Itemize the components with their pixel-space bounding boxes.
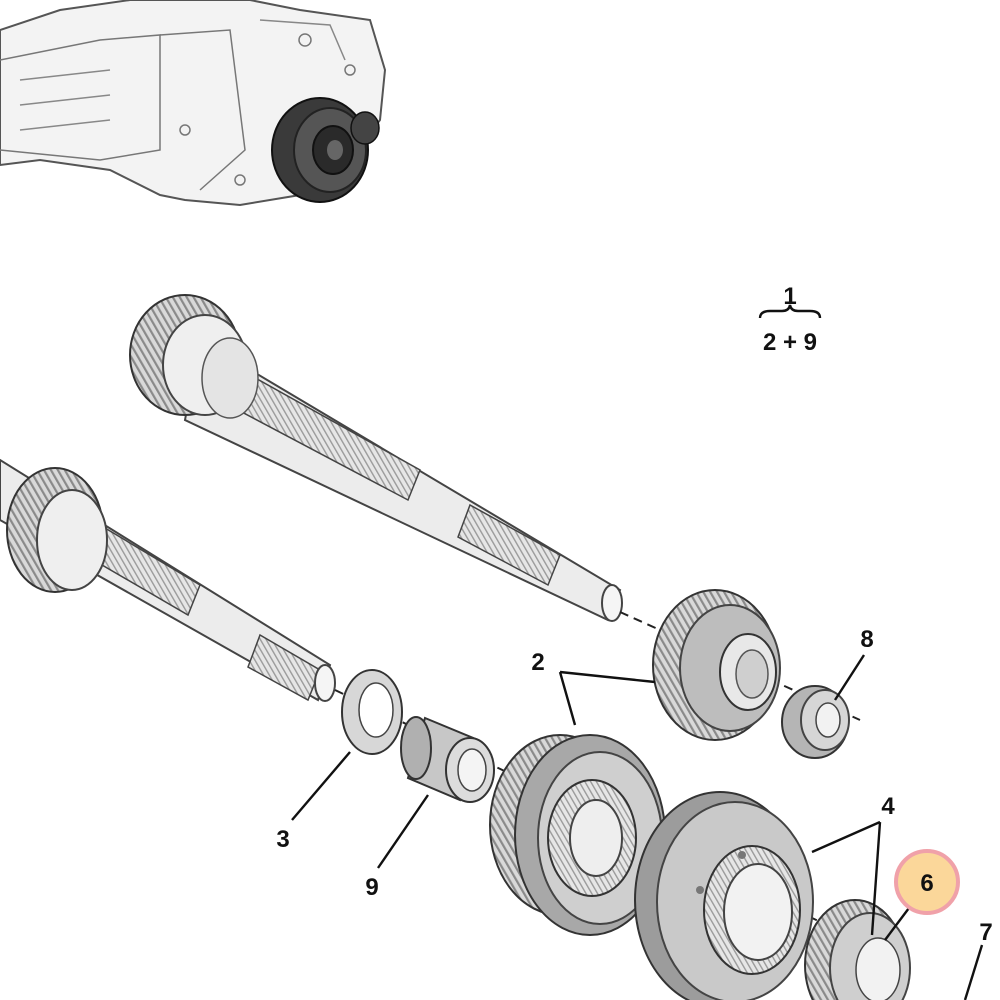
callout-6: 6	[920, 870, 933, 897]
formula-bottom: 2 + 9	[763, 329, 817, 356]
part-4-synchro-sleeve	[634, 791, 814, 1000]
callout-2: 2	[531, 649, 544, 676]
output-shaft-pinion	[6, 467, 108, 593]
input-shaft	[129, 294, 623, 622]
formula-brace	[758, 304, 822, 319]
output-shaft	[0, 458, 336, 702]
leader-9	[377, 794, 429, 869]
output-flange	[271, 97, 380, 203]
highlight-marker	[894, 849, 960, 915]
formula-top: 1	[783, 283, 796, 310]
callout-9: 9	[365, 874, 378, 901]
callouts: 2 8 3 9 4 6 7	[276, 626, 992, 946]
assembly-formula: 1 2 + 9	[758, 283, 822, 356]
leader-8	[833, 654, 866, 701]
leader-7	[963, 944, 984, 1000]
part-8-nut	[781, 685, 850, 759]
leader-4	[811, 820, 882, 936]
part-2-gear-upper	[652, 589, 781, 741]
input-shaft-pinion	[129, 294, 259, 419]
part-3-washer	[341, 669, 403, 755]
leader-3	[291, 751, 351, 821]
part-2-gear-lower	[489, 734, 666, 936]
gearbox-housing	[0, 0, 387, 207]
part-9-bushing	[400, 716, 495, 803]
part-4-synchro-ring	[804, 899, 911, 1000]
callout-4: 4	[881, 793, 895, 820]
callout-3: 3	[276, 826, 289, 853]
callout-7: 7	[979, 919, 992, 946]
leader-2	[558, 670, 656, 726]
callout-8: 8	[860, 626, 873, 653]
